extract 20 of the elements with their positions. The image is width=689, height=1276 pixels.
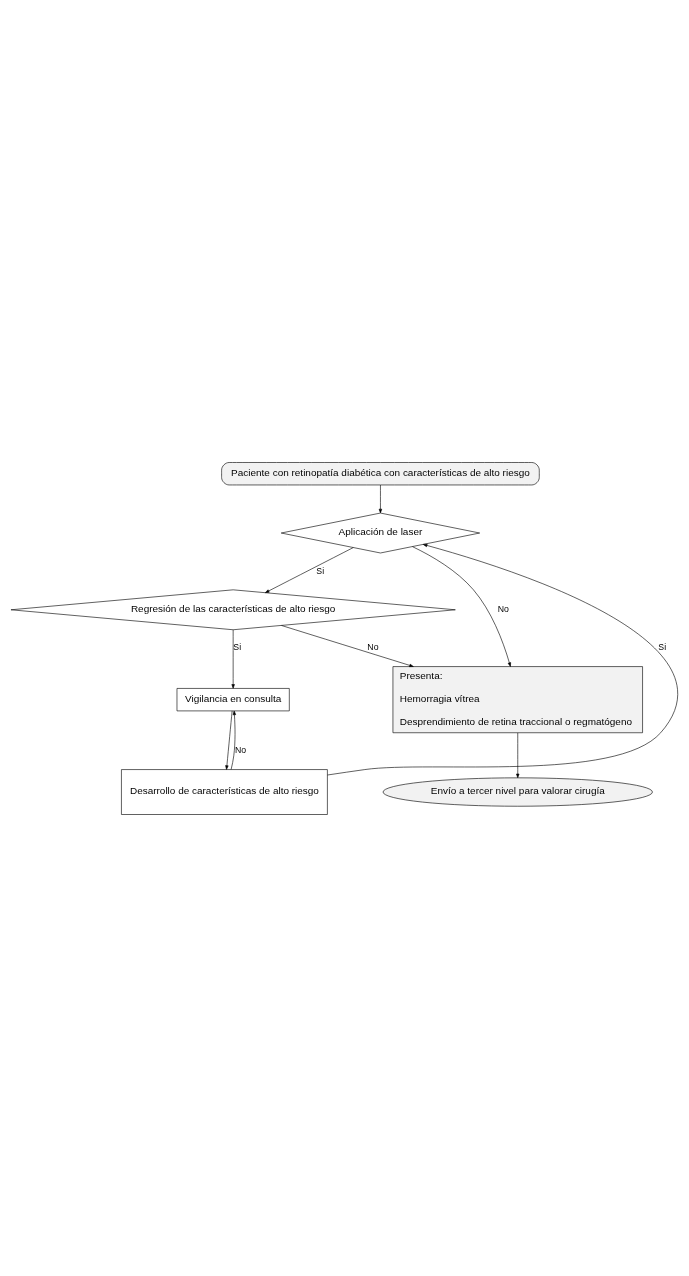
arrow <box>265 546 354 593</box>
arrow <box>230 710 236 770</box>
edge-label: No <box>497 603 509 614</box>
edge-label: Si <box>658 641 667 652</box>
arrow <box>327 543 678 775</box>
edge-label: Si <box>316 565 325 576</box>
node-box: Vigilancia en consulta <box>176 687 290 711</box>
arrow <box>378 484 383 513</box>
node-diamond: Aplicación de laser <box>280 512 480 553</box>
edge-label: No <box>367 641 379 652</box>
edge-label: No <box>235 744 247 755</box>
arrow <box>412 545 511 667</box>
arrow <box>281 624 414 667</box>
edge-label: Si <box>233 641 242 652</box>
arrow <box>231 629 235 689</box>
arrow <box>516 732 520 778</box>
node-box: Paciente con retinopatía diabética con características de alto riesgo <box>221 461 540 485</box>
node-ellipse: Envío a tercer nivel para valorar cirugía <box>382 777 653 807</box>
node-box: Desarrollo de características de alto riesgo <box>121 768 328 815</box>
arrow <box>225 710 233 770</box>
